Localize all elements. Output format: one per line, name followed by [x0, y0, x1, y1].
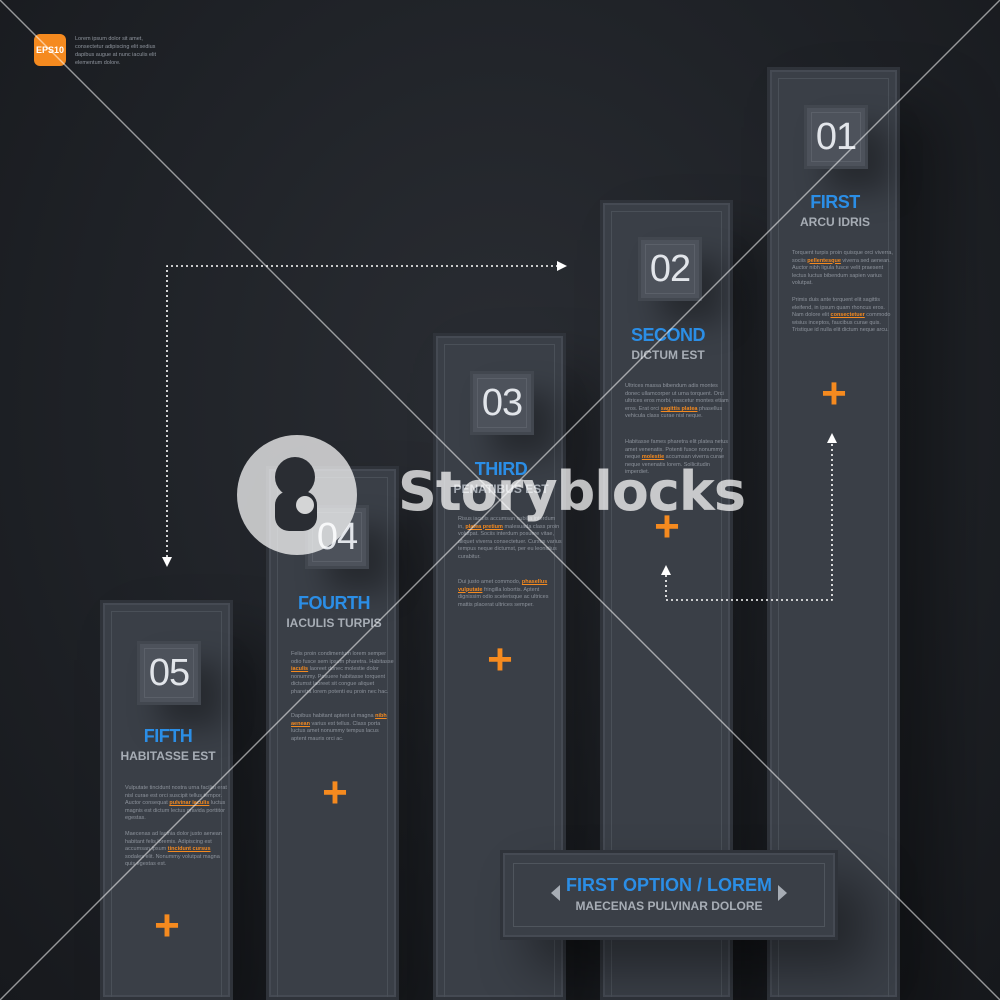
step-description: Vulputate tincidunt nostra urna facilisi…: [125, 785, 227, 822]
option-title: FIRST OPTION / LOREM: [566, 875, 772, 895]
step-subtitle: ARCU IDRIS: [799, 215, 870, 229]
step-description-2: Dapibus habitant aptent ut magna nibh ae…: [291, 713, 387, 742]
step-description: Ultrices massa bibendum adis montes done…: [625, 383, 729, 420]
step-description-2: Maecenas ad lacinia dolor justo aenean h…: [125, 831, 222, 868]
step-subtitle: DICTUM EST: [631, 348, 705, 362]
step-number-box: 03: [470, 371, 534, 435]
step-number-box: 02: [638, 237, 702, 301]
eps10-badge: EPS10: [34, 34, 66, 66]
step-subtitle: IACULIS TURPIS: [286, 616, 382, 630]
plus-icon[interactable]: +: [487, 635, 513, 684]
arrow-head-down-icon: [162, 557, 172, 567]
step-number: 05: [148, 651, 190, 694]
watermark-logo-icon: [237, 435, 357, 555]
step-number: 03: [481, 381, 523, 424]
step-description: Torquent turpis proin quisque orci viver…: [792, 250, 893, 287]
step-description: Felis proin condimentum lorem semper odi…: [291, 651, 394, 695]
step-title: FIFTH: [143, 726, 193, 746]
intro-text: Lorem ipsum dolor sit amet, consectetur …: [75, 36, 157, 66]
step-title: FOURTH: [298, 593, 371, 613]
option-selector: FIRST OPTION / LOREM MAECENAS PULVINAR D…: [500, 850, 838, 940]
column-fifth: 05 FIFTH HABITASSE EST Vulputate tincidu…: [100, 600, 233, 1000]
step-subtitle: HABITASSE EST: [120, 749, 216, 763]
step-number: 01: [815, 115, 857, 158]
step-number-box: 01: [804, 105, 868, 169]
plus-icon[interactable]: +: [322, 768, 348, 817]
plus-icon[interactable]: +: [154, 901, 180, 950]
step-number: 02: [649, 247, 691, 290]
arrow-head-right-icon: [557, 261, 567, 271]
step-title: FIRST: [810, 192, 860, 212]
watermark-text: Storyblocks: [398, 460, 746, 523]
step-title: SECOND: [630, 325, 706, 345]
step-number-box: 05: [137, 641, 201, 705]
plus-icon[interactable]: +: [821, 369, 847, 418]
option-subtitle: MAECENAS PULVINAR DOLORE: [575, 899, 763, 913]
step-description-2: Dui justo amet commodo, phasellus vulput…: [458, 579, 549, 608]
step-description-2: Primis duis ante torquent elit sagittis …: [792, 297, 891, 334]
